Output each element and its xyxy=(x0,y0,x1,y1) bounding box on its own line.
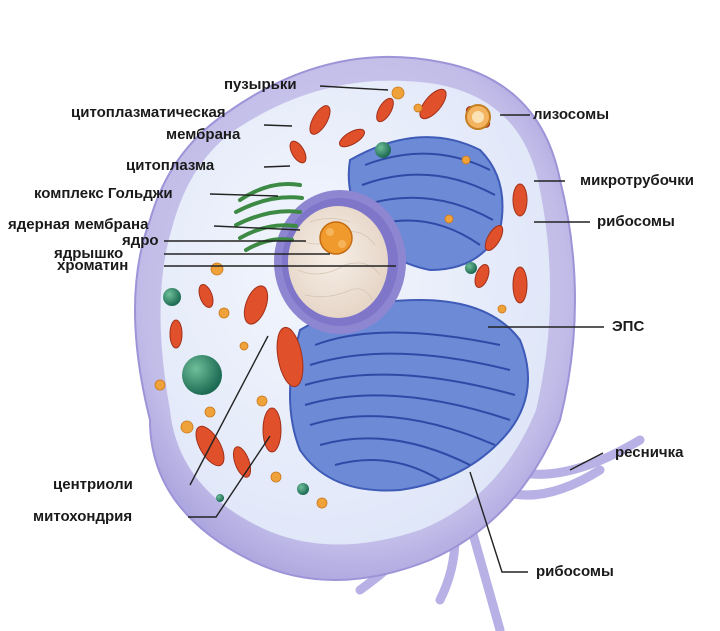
nucleolus-shape xyxy=(319,221,353,255)
label-cytoplasmic-membrane-line2: мембрана xyxy=(166,126,241,143)
lysosome-ring xyxy=(465,104,491,130)
label-er: ЭПС xyxy=(612,318,645,335)
label-vesicles: пузырьки xyxy=(224,76,297,93)
label-mitochondrion: митохондрия xyxy=(33,508,133,525)
leader-lines xyxy=(164,85,604,573)
golgi-apparatus xyxy=(234,182,304,252)
green-granules xyxy=(163,142,477,502)
label-nucleus: ядро xyxy=(122,232,159,249)
label-microtubules: микротрубочки xyxy=(580,172,694,189)
label-cytoplasmic-membrane-line1: цитоплазматическая xyxy=(71,104,226,121)
rough-er xyxy=(289,298,529,492)
vesicles xyxy=(154,86,507,509)
label-ribosomes-bottom: рибосомы xyxy=(536,563,614,580)
label-nuclear-membrane: ядерная мембрана xyxy=(8,216,149,233)
label-ribosomes-top: рибосомы xyxy=(597,213,675,230)
label-golgi-complex: комплекс Гольджи xyxy=(34,185,173,202)
label-cytoplasm: цитоплазма xyxy=(126,157,215,174)
label-centrioles: центриоли xyxy=(53,476,133,493)
label-nucleolus: ядрышко xyxy=(54,245,124,262)
label-chromatin: хроматин xyxy=(57,257,129,274)
label-cilium: ресничка xyxy=(615,444,684,461)
mitochondria xyxy=(169,88,528,478)
nucleus xyxy=(274,190,406,334)
label-lysosomes: лизосомы xyxy=(533,106,610,123)
